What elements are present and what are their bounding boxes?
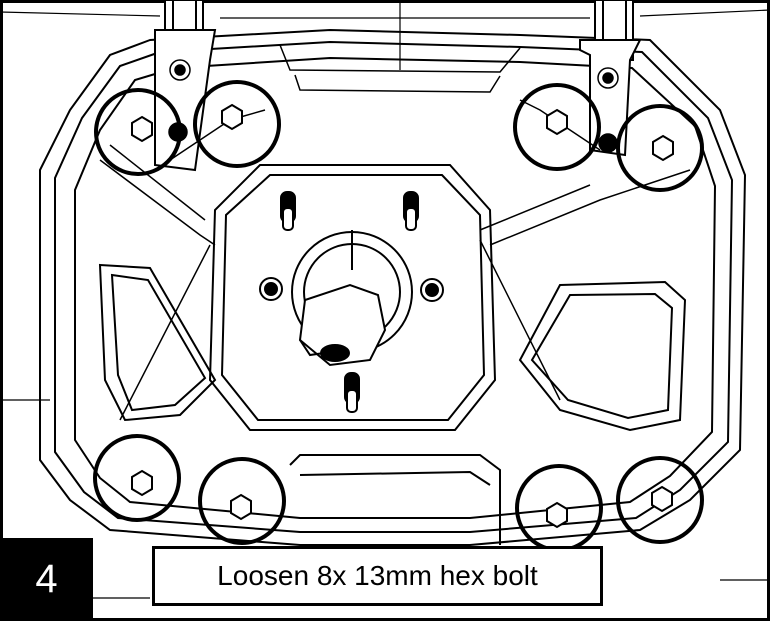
hub-studs	[259, 191, 444, 413]
vertical-posts	[164, 0, 634, 61]
gusset-lines	[99, 99, 691, 421]
callout-circle	[198, 457, 286, 545]
hex-bolt	[546, 108, 568, 136]
step-number-badge: 4	[0, 538, 93, 621]
hex-bolt	[131, 115, 153, 143]
hex-bolt	[131, 469, 153, 497]
hex-bolt	[652, 134, 674, 162]
side-cutouts	[98, 263, 687, 432]
hex-bolt	[221, 103, 243, 131]
background-frame-lines	[0, 0, 770, 599]
brackets	[154, 29, 642, 172]
hex-bolt	[651, 485, 673, 513]
callout-circle	[513, 83, 601, 171]
bottom-slot	[289, 454, 501, 545]
bolt-callouts	[93, 80, 704, 552]
callout-circle	[93, 434, 181, 522]
callout-circle	[616, 456, 704, 544]
central-hub	[208, 164, 497, 431]
callout-circle	[94, 88, 182, 176]
hex-bolt	[546, 501, 568, 529]
hex-bolt	[230, 493, 252, 521]
bracket-screws	[168, 59, 619, 153]
top-rib	[279, 44, 521, 93]
callout-circle	[616, 104, 704, 192]
instruction-caption: Loosen 8x 13mm hex bolt	[152, 546, 603, 606]
hex-bolts	[131, 103, 674, 529]
callout-circle	[193, 80, 281, 168]
plate-outline	[39, 28, 747, 546]
